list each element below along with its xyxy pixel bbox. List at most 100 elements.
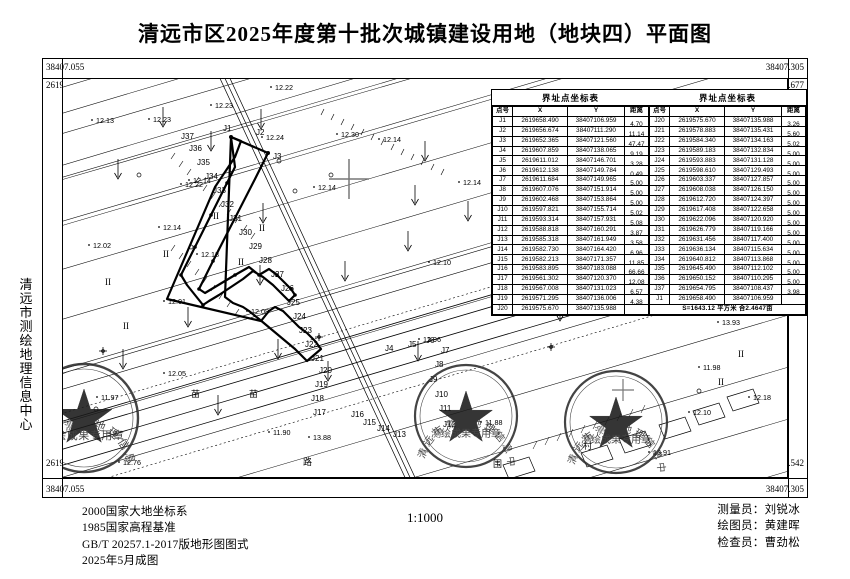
parcel-boundary-polygon (165, 135, 323, 363)
cell-point-id: J4 (492, 145, 513, 157)
cell-x: 2619575.670 (669, 115, 725, 127)
svg-text:J18: J18 (311, 394, 324, 403)
cell-distance: 5.00 (781, 169, 806, 181)
cell-distance: 11.85 (624, 258, 649, 270)
cell-y: 38407151.914 (567, 185, 625, 197)
svg-text:12.08: 12.08 (251, 307, 269, 316)
svg-text:J20: J20 (319, 366, 332, 375)
cell-distance: 5.60 (781, 129, 806, 141)
vertical-char-7: 信 (19, 375, 33, 391)
cell-x: 2619640.812 (669, 254, 725, 266)
grid-cross-marker-2 (612, 379, 634, 401)
svg-text:J23: J23 (299, 326, 312, 335)
cell-distance: 11.14 (624, 129, 649, 141)
cell-point-id: J11 (492, 214, 513, 226)
svg-text:12.14: 12.14 (193, 176, 211, 185)
cell-x: 2619602.468 (512, 195, 568, 206)
cell-distance: 5.00 (781, 238, 806, 250)
elevation-point: 12.14 (458, 178, 481, 187)
cell-x: 2619585.318 (512, 234, 568, 246)
elevation-point: 12.18 (748, 393, 771, 402)
svg-text:13.88: 13.88 (313, 433, 331, 442)
cell-x: 2619654.795 (669, 284, 725, 295)
cell-x: 2619631.456 (669, 234, 725, 246)
cell-point-id: J21 (649, 125, 670, 137)
cell-x: 2619589.183 (669, 145, 725, 157)
cell-x: 2619612.720 (669, 195, 725, 206)
cell-x: 2619645.490 (669, 264, 725, 276)
cell-y: 38407149.784 (567, 165, 625, 177)
cadastral-map-svg: II II II II II II II II (63, 79, 787, 477)
cell-y: 38407110.295 (724, 274, 782, 286)
svg-text:12.76: 12.76 (123, 458, 141, 467)
svg-text:II: II (105, 277, 111, 287)
surveyor-row: 测量员：刘锐冰 (717, 502, 800, 518)
svg-text:J2: J2 (256, 128, 265, 137)
cell-point-id: J32 (649, 234, 670, 246)
slope-arrow-symbols (114, 107, 682, 416)
cell-point-id: J17 (492, 274, 513, 286)
cell-y: 38407117.400 (724, 234, 782, 246)
cell-y: 38407124.397 (724, 195, 782, 206)
cell-y: 38407132.834 (724, 145, 782, 157)
surveyor-name: 刘锐冰 (764, 504, 800, 516)
svg-text:J35: J35 (197, 158, 210, 167)
svg-text:J28: J28 (259, 256, 272, 265)
cell-y: 38407164.420 (567, 244, 625, 256)
cell-point-id: J24 (649, 155, 670, 167)
svg-text:II: II (738, 349, 744, 359)
cell-point-id: J7 (492, 175, 513, 187)
cell-y: 38407115.634 (724, 244, 782, 256)
cell-distance: 66.66 (624, 268, 649, 280)
svg-text:J36: J36 (189, 144, 202, 153)
cell-y: 38407138.065 (567, 145, 625, 157)
legend-line-4: 2025年5月成图 (82, 554, 159, 567)
svg-text:J11: J11 (439, 404, 452, 413)
cell-y: 38407134.163 (724, 135, 782, 147)
cell-x: 2619571.295 (512, 293, 568, 305)
corner-label-top-right-x: 38407.305 (765, 62, 804, 72)
cell-x: 2619611.012 (512, 155, 568, 167)
th-distance: 距离 (781, 106, 806, 117)
cell-x: 2619636.134 (669, 244, 725, 256)
elevation-point: 12.22 (270, 83, 293, 92)
cell-point-id: J13 (492, 234, 513, 246)
cell-y: 38407126.150 (724, 185, 782, 197)
cell-distance: 5.02 (781, 139, 806, 151)
cell-x: 2619603.337 (669, 175, 725, 187)
cell-y: 38407112.102 (724, 264, 782, 276)
svg-text:12.96: 12.96 (423, 335, 441, 344)
river-channel (219, 79, 416, 477)
svg-text:J1: J1 (223, 124, 232, 133)
cell-x: 2619561.302 (512, 274, 568, 286)
svg-text:II: II (718, 377, 724, 387)
svg-text:J32: J32 (221, 200, 234, 209)
cell-x: 2619607.859 (512, 145, 568, 157)
elevation-point: 12.08 (246, 307, 269, 316)
cell-distance: 4.70 (624, 119, 649, 131)
cell-point-id: J28 (649, 195, 670, 206)
cell-y: 38407131.023 (567, 284, 625, 295)
boundary-vertex-dots (179, 135, 297, 307)
cell-area-summary: S=1643.12 平方米 合2.4647亩 (649, 303, 806, 315)
cell-point-id: J37 (649, 284, 670, 295)
cell-distance: 5.00 (781, 199, 806, 210)
elevation-point: 12.23 (210, 101, 233, 110)
cell-x: 2619607.076 (512, 185, 568, 197)
cell-x: 2619588.818 (512, 224, 568, 236)
svg-text:J16: J16 (351, 410, 364, 419)
cell-distance: 5.00 (781, 159, 806, 171)
cell-x: 2619611.684 (512, 175, 568, 187)
elevation-point: 12.14 (378, 135, 401, 144)
corner-label-bottom-right-x: 38407.305 (765, 484, 804, 494)
cell-y: 38407119.166 (724, 224, 782, 236)
cell-y: 38407153.864 (567, 195, 625, 206)
svg-text:II: II (163, 249, 169, 259)
svg-text:J4: J4 (385, 344, 394, 353)
vertical-char-5: 地 (19, 347, 33, 363)
